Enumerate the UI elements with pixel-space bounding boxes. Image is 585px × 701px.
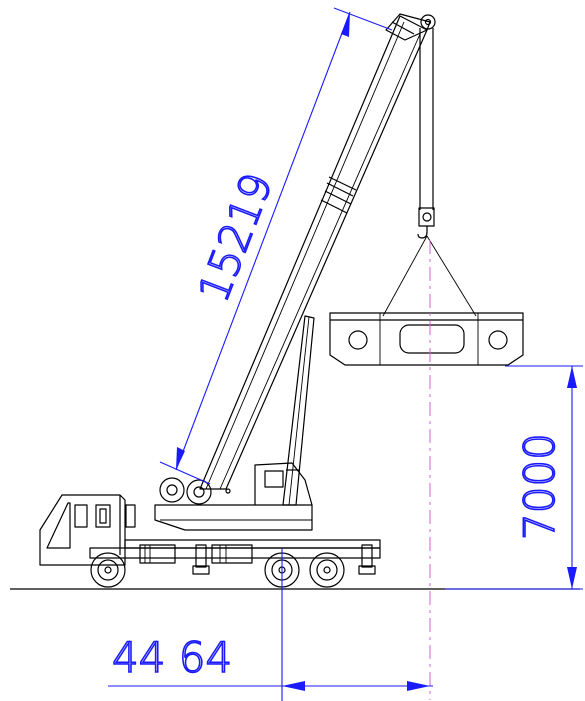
lift-height-dimension (445, 365, 583, 590)
hoist-rope-hook (382, 28, 477, 317)
working-radius-dimension (108, 681, 433, 691)
suspended-load (329, 312, 524, 366)
luffing-cylinder (282, 315, 315, 506)
boom-length-label: 15219 (189, 166, 283, 308)
working-radius-label: 44 64 (112, 633, 232, 682)
crane-superstructure (154, 462, 313, 531)
boom-head-sheave (420, 14, 436, 30)
telescopic-boom (199, 13, 431, 490)
lift-height-label: 7000 (515, 433, 564, 540)
truck-chassis (39, 494, 381, 575)
boom-length-dimension (159, 7, 393, 485)
